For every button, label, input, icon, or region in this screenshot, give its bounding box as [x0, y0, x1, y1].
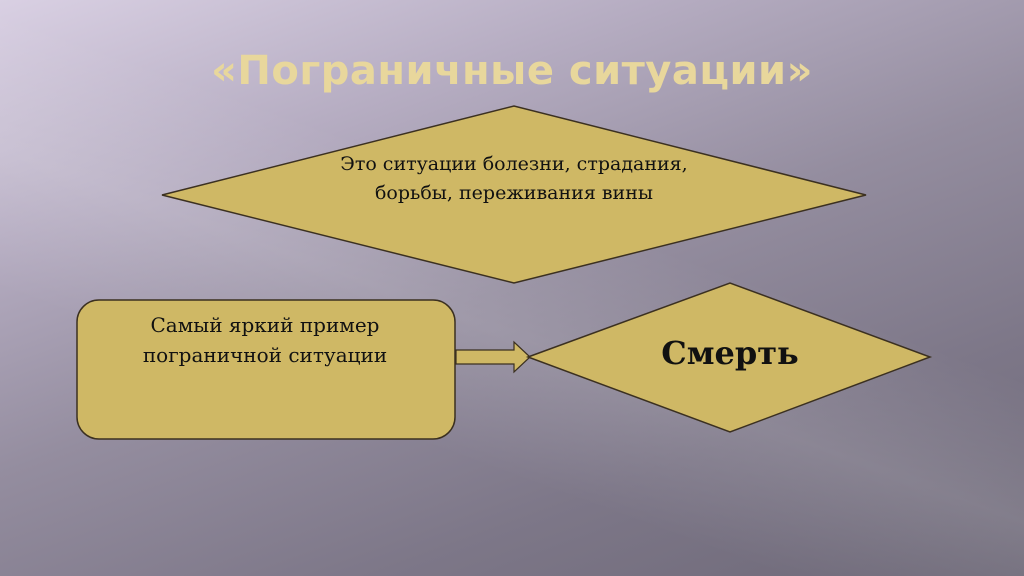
example-text: Самый яркий пример пограничной ситуации	[142, 313, 388, 367]
definition-text: Это ситуации болезни, страдания, борьбы,…	[340, 153, 688, 204]
answer-diamond	[525, 282, 933, 433]
example-box	[76, 299, 456, 440]
answer-text: Смерть	[661, 334, 799, 372]
arrow-right	[455, 340, 531, 374]
slide-title: «Пограничные ситуации»	[211, 48, 813, 94]
definition-diamond	[161, 105, 867, 284]
